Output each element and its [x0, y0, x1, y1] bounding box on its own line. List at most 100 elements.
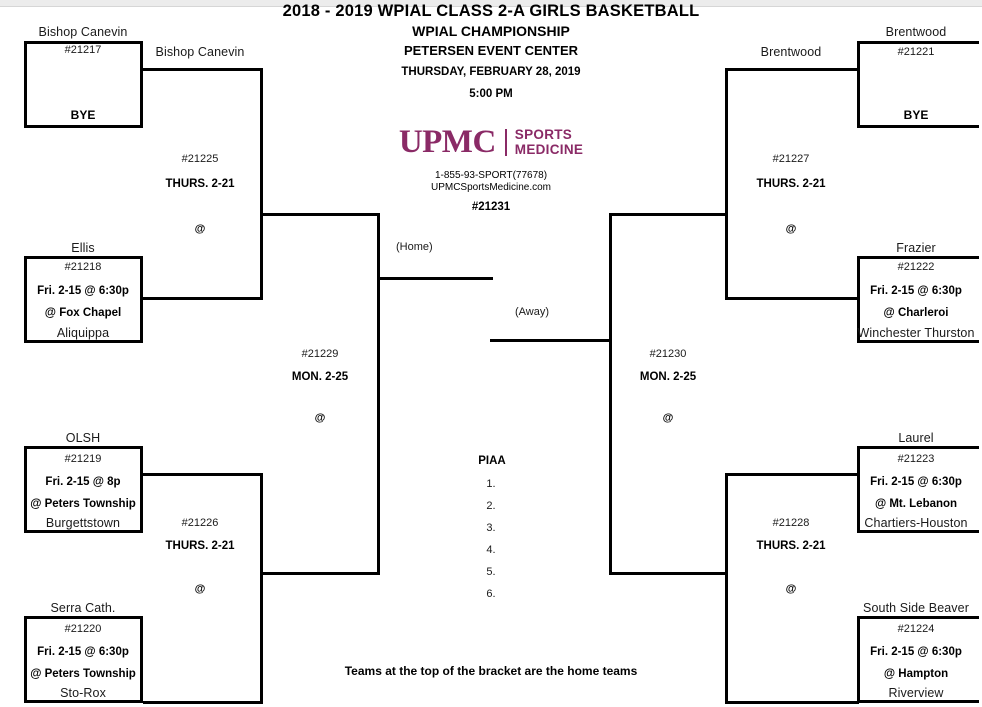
- page-subtitle: WPIAL CHAMPIONSHIP: [412, 23, 570, 39]
- bracket-line-qr1-top: [725, 68, 859, 71]
- game-at-21227: @: [785, 223, 797, 235]
- team-label-r4-bottom: Riverview: [888, 686, 944, 700]
- game-date-21227: THURS. 2-21: [756, 178, 826, 190]
- logo-divider-bar: [504, 129, 507, 156]
- sponsor-website: UPMCSportsMedicine.com: [430, 182, 552, 193]
- bracket-line-l3-left: [24, 446, 27, 533]
- game-number-21222: #21222: [897, 261, 935, 273]
- final-away-label: (Away): [515, 306, 550, 318]
- team-label-r2-bottom: Winchester Thurston: [857, 326, 975, 340]
- bracket-line-r4-top: [857, 616, 979, 619]
- time-label: 5:00 PM: [469, 88, 513, 100]
- piaa-item-3: 3.: [486, 522, 496, 534]
- bracket-line-l3-bottom: [24, 530, 143, 533]
- game-site-21224: @ Hampton: [883, 668, 949, 680]
- final-home-label: (Home): [396, 241, 433, 253]
- bracket-line-l4-bottom: [24, 700, 143, 703]
- game-number-21220: #21220: [64, 623, 102, 635]
- bye-label-r1: BYE: [903, 108, 929, 122]
- team-label-l4-top: Serra Cath.: [50, 601, 116, 615]
- piaa-item-6: 6.: [486, 588, 496, 600]
- team-label-r1-top: Brentwood: [885, 25, 947, 39]
- bracket-line-l1-left: [24, 41, 27, 128]
- game-date-21225: THURS. 2-21: [165, 178, 235, 190]
- team-label-l2-top: Ellis: [71, 241, 95, 255]
- game-site-21222: @ Charleroi: [883, 307, 949, 319]
- bracket-line-r1-top: [857, 41, 979, 44]
- bracket-line-r4-bottom: [857, 700, 979, 703]
- game-date-21222: Fri. 2-15 @ 6:30p: [870, 285, 962, 297]
- bracket-line-r4-left: [857, 616, 860, 703]
- logo-line-sports: SPORTS: [514, 126, 573, 142]
- bracket-line-semir-left: [609, 213, 612, 575]
- bracket-line-l2-bottom: [24, 340, 143, 343]
- game-site-21218: @ Fox Chapel: [44, 307, 122, 319]
- game-date-21218: Fri. 2-15 @ 6:30p: [37, 285, 129, 297]
- bracket-line-ql2-right: [260, 473, 263, 704]
- game-site-21219: @ Peters Township: [30, 498, 136, 510]
- date-label: THURSDAY, FEBRUARY 28, 2019: [401, 66, 581, 78]
- game-at-21230: @: [662, 412, 674, 424]
- team-label-l3-bottom: Burgettstown: [45, 516, 121, 530]
- bracket-line-l2-top: [24, 256, 143, 259]
- game-number-21218: #21218: [64, 261, 102, 273]
- bye-label-l1: BYE: [70, 108, 96, 122]
- game-at-21226: @: [194, 583, 206, 595]
- bracket-line-qr2-bottom: [725, 701, 859, 704]
- team-label-ql1-winner: Bishop Canevin: [155, 45, 245, 59]
- game-date-21219: Fri. 2-15 @ 8p: [45, 476, 121, 488]
- final-game-number: #21231: [471, 201, 511, 213]
- game-at-21229: @: [314, 412, 326, 424]
- game-date-21228: THURS. 2-21: [756, 540, 826, 552]
- bracket-line-semil-right: [377, 213, 380, 575]
- team-label-l4-bottom: Sto-Rox: [60, 686, 106, 700]
- bracket-line-qr1-bottom: [725, 297, 859, 300]
- bracket-line-r3-top: [857, 446, 979, 449]
- game-at-21225: @: [194, 223, 206, 235]
- game-number-21223: #21223: [897, 453, 935, 465]
- game-number-21225: #21225: [181, 153, 219, 165]
- game-number-21228: #21228: [772, 517, 810, 529]
- bracket-line-l2-right: [140, 256, 143, 343]
- bracket-line-r2-bottom: [857, 340, 979, 343]
- game-date-21230: MON. 2-25: [639, 371, 697, 383]
- piaa-item-1: 1.: [486, 478, 496, 490]
- bracket-line-semir-bottom: [609, 572, 726, 575]
- bracket-line-l1-top: [24, 41, 143, 44]
- piaa-item-2: 2.: [486, 500, 496, 512]
- bracket-line-r3-left: [857, 446, 860, 533]
- game-number-21217: #21217: [64, 44, 102, 56]
- bracket-line-semil-top: [263, 213, 380, 216]
- bracket-line-semil-bottom: [263, 572, 380, 575]
- upmc-wordmark: UPMC: [398, 124, 496, 160]
- game-number-21227: #21227: [772, 153, 810, 165]
- game-date-21229: MON. 2-25: [291, 371, 349, 383]
- final-home-line: [378, 277, 493, 280]
- team-label-r3-top: Laurel: [898, 431, 934, 445]
- game-at-21228: @: [785, 583, 797, 595]
- game-date-21226: THURS. 2-21: [165, 540, 235, 552]
- bracket-line-l4-right: [140, 616, 143, 703]
- game-number-21221: #21221: [897, 46, 935, 58]
- upmc-sports-medicine-logo: UPMC SPORTS MEDICINE: [0, 126, 982, 159]
- bracket-line-l4-left: [24, 616, 27, 703]
- team-label-qr1-winner: Brentwood: [760, 45, 822, 59]
- bracket-line-qr2-left: [725, 473, 728, 704]
- page-title: 2018 - 2019 WPIAL CLASS 2-A GIRLS BASKET…: [282, 2, 700, 20]
- sponsor-phone: 1-855-93-SPORT(77678): [434, 170, 548, 181]
- team-label-r3-bottom: Chartiers-Houston: [864, 516, 968, 530]
- bracket-line-l1-bottom: [24, 125, 143, 128]
- game-date-21220: Fri. 2-15 @ 6:30p: [37, 646, 129, 658]
- logo-line-medicine: MEDICINE: [514, 141, 584, 157]
- game-number-21226: #21226: [181, 517, 219, 529]
- team-label-r2-top: Frazier: [896, 241, 936, 255]
- bracket-line-r2-top: [857, 256, 979, 259]
- bracket-line-l4-top: [24, 616, 143, 619]
- bracket-line-ql2-bottom: [143, 701, 263, 704]
- sports-medicine-wordmark: SPORTS MEDICINE: [514, 126, 584, 157]
- window-top-strip: [0, 0, 982, 6]
- bracket-line-ql1-bottom: [143, 297, 263, 300]
- game-site-21223: @ Mt. Lebanon: [874, 498, 958, 510]
- game-date-21224: Fri. 2-15 @ 6:30p: [870, 646, 962, 658]
- piaa-item-4: 4.: [486, 544, 496, 556]
